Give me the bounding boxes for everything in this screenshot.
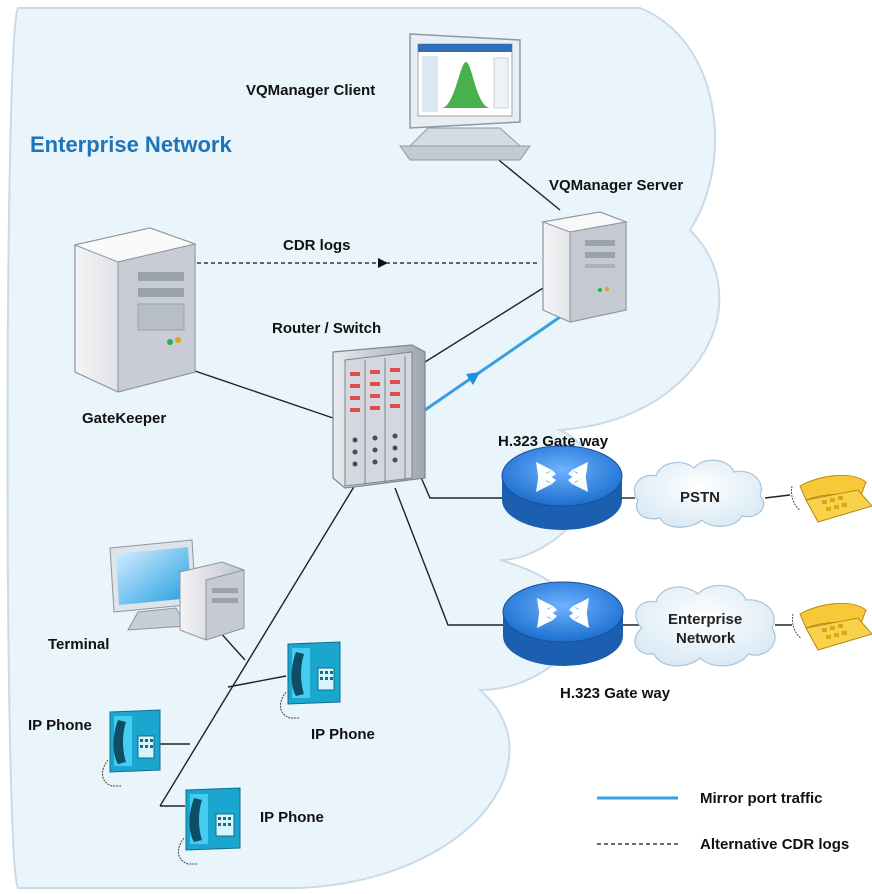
gateway-top-icon: [501, 445, 623, 530]
label-gatekeeper: GateKeeper: [82, 410, 166, 427]
link-server-router: [424, 284, 549, 363]
analog-phone-bottom-icon: [792, 602, 872, 651]
terminal-icon: [109, 539, 245, 641]
pstn-cloud-icon: [633, 459, 765, 528]
label-enterprise-network-line1: Enterprise: [668, 611, 742, 628]
link-router-gateway-bottom: [394, 487, 505, 626]
label-ip-phone-mid: IP Phone: [311, 726, 375, 743]
label-vqmanager-client: VQManager Client: [246, 82, 375, 99]
vqmanager-server-icon: [541, 211, 628, 323]
label-enterprise-network-line2: Network: [676, 630, 736, 647]
mirror-port-line: [424, 313, 564, 412]
label-pstn: PSTN: [680, 489, 720, 506]
label-gateway-bottom: H.323 Gate way: [560, 685, 671, 702]
analog-phone-top-icon: [791, 474, 872, 523]
link-router-branch: [159, 484, 356, 807]
link-pstn-phone-top: [764, 494, 791, 499]
cdr-logs-arrowhead: [378, 258, 388, 268]
label-ip-phone-left: IP Phone: [28, 717, 92, 734]
label-router-switch: Router / Switch: [272, 320, 381, 337]
connections: [159, 129, 792, 807]
vqmanager-client-icon: [399, 33, 531, 161]
router-switch-icon: [332, 344, 426, 489]
link-branch-ipphone-mid: [227, 675, 287, 688]
diagram-title: Enterprise Network: [30, 132, 232, 157]
link-router-gateway-top: [419, 474, 505, 499]
ip-phone-mid-icon: [280, 641, 341, 719]
label-ip-phone-bottom: IP Phone: [260, 809, 324, 826]
label-terminal: Terminal: [48, 636, 109, 653]
label-cdr-logs: CDR logs: [283, 237, 351, 254]
mirror-port-arrowhead: [466, 372, 480, 385]
legend-mirror-label: Mirror port traffic: [700, 790, 823, 807]
link-gatekeeper-router: [191, 369, 334, 419]
label-vqmanager-server: VQManager Server: [549, 177, 683, 194]
enterprise-network-cloud-icon: [634, 584, 776, 667]
legend-cdr-label: Alternative CDR logs: [700, 836, 849, 853]
ip-phone-left-icon: [102, 709, 161, 787]
gatekeeper-icon: [73, 227, 197, 393]
ip-phone-bottom-icon: [178, 787, 241, 865]
gateway-bottom-icon: [502, 581, 624, 666]
legend: Mirror port traffic Alternative CDR logs: [597, 790, 849, 853]
label-gateway-top: H.323 Gate way: [498, 433, 609, 450]
